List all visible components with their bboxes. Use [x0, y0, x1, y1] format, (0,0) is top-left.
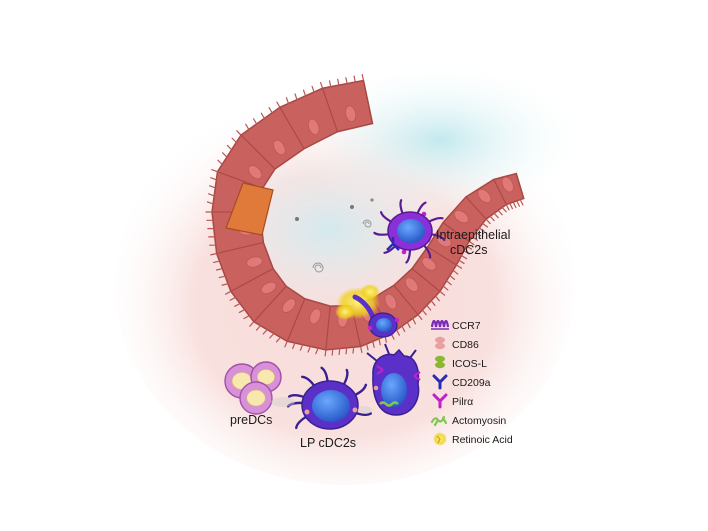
intraepithelial-cdc2-cell [373, 199, 446, 264]
legend-label: ICOS-L [452, 358, 487, 370]
predcs-cluster [224, 361, 282, 415]
legend-item: CD86 [435, 336, 479, 351]
legend-item: Actomyosin [430, 415, 506, 427]
legend-label: CCR7 [452, 320, 481, 332]
lp-cdc2s-label: LP cDC2s [300, 436, 356, 450]
cd209a-receptor-icon [432, 374, 448, 390]
legend-item: CCR7 [430, 319, 481, 332]
legend-label: Actomyosin [452, 415, 506, 427]
legend-label: CD86 [452, 339, 479, 351]
predcs-label: preDCs [230, 413, 272, 427]
lp-cdc2-dendritic-cell [286, 366, 373, 430]
migrating-dc-cell [352, 294, 400, 338]
legend-label: Retinoic Acid [452, 434, 513, 446]
legend-label: CD209a [452, 377, 491, 389]
cd86-molecule-icon [435, 336, 445, 350]
legend-item: Retinoic Acid [433, 432, 513, 446]
orange-epithelial-cell [225, 182, 274, 236]
retinoic-acid-icon [433, 432, 447, 446]
epithelium-microvilli [205, 74, 524, 357]
legend-label: Pilrα [452, 396, 473, 408]
legend-item: CD209a [432, 374, 491, 390]
migration-path-haze [271, 397, 372, 414]
legend-item: ICOS-L [435, 355, 487, 370]
intraepithelial-label-line1: Intraepithelial [436, 228, 510, 242]
intraepithelial-label-line2: cDC2s [450, 243, 488, 257]
pilra-receptor-icon [432, 393, 448, 409]
actomyosin-icon [430, 415, 448, 427]
lp-cdc2-migratory-cell [366, 343, 421, 416]
lumen-particles [295, 198, 374, 273]
ccr7-receptor-icon [430, 319, 450, 330]
legend-item: Pilrα [432, 393, 473, 409]
icos-l-molecule-icon [435, 355, 445, 369]
